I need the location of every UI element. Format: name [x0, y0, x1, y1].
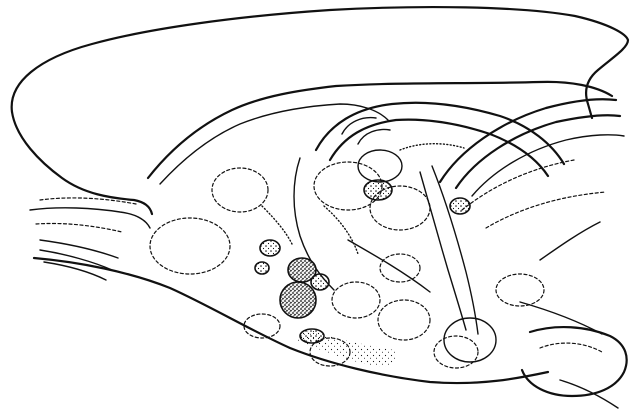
- midbrain-texture-1: [324, 206, 358, 254]
- tract-line-3: [348, 240, 430, 292]
- olfactory-upper: [30, 208, 150, 228]
- olfactory-dashed-2: [36, 223, 122, 232]
- cerebellum-arc-2: [456, 115, 620, 188]
- nerve-root-1: [540, 222, 600, 260]
- medulla-nucleus: [496, 274, 544, 306]
- striatum-region: [150, 218, 230, 274]
- hippocampus-inner: [330, 120, 548, 176]
- frontal-region-outline: [12, 112, 152, 214]
- hypothalamus-nucleus-1: [332, 282, 380, 318]
- midbrain-texture-2: [262, 206, 292, 244]
- cerebellum-dashed: [462, 160, 606, 228]
- tract-line-2: [432, 166, 478, 334]
- stippled-nucleus-small-3: [311, 274, 329, 290]
- stippled-nucleus-large: [280, 282, 316, 318]
- hypothalamus-nucleus-2: [378, 300, 430, 340]
- cortex-outline: [12, 7, 628, 118]
- corpus-callosum-upper: [160, 104, 388, 184]
- hippocampus-texture: [400, 144, 464, 150]
- stippled-nucleus-mid: [364, 180, 392, 200]
- stippled-nucleus-small-2: [255, 262, 269, 274]
- stippled-nucleus-small-1: [260, 240, 280, 256]
- stippled-nucleus-right: [450, 198, 470, 214]
- septal-nucleus: [212, 168, 268, 212]
- spinal-cord-inner: [540, 343, 602, 352]
- pons-nucleus: [434, 336, 478, 368]
- hypothalamus-nucleus-3: [380, 254, 420, 282]
